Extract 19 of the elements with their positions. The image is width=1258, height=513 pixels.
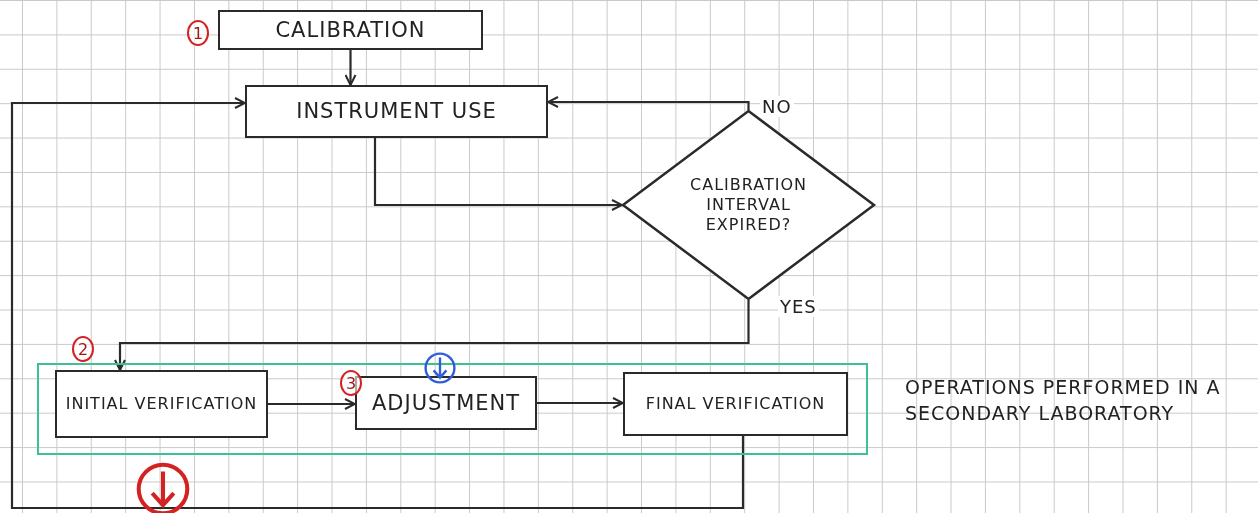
arrow [268,398,356,410]
callout-number: 3 [340,370,362,396]
process-box: INSTRUMENT USE [245,85,548,138]
process-box: FINAL VERIFICATION [623,372,848,436]
group-caption: OPERATIONS PERFORMED IN A SECONDARY LABORATORY [905,375,1222,426]
edge-label: YES [778,296,819,317]
callout-number: 1 [187,20,209,46]
arrow [537,397,624,409]
arrow [344,50,357,86]
arrow [547,96,750,110]
process-box: ADJUSTMENT [355,376,537,430]
group-frame [37,363,868,455]
process-box: CALIBRATION [218,10,483,50]
callout-number: 2 [72,336,94,362]
process-box: INITIAL VERIFICATION [55,370,268,438]
arrow [373,138,623,211]
arrow [114,300,750,371]
edge-label: NO [760,96,794,117]
arrow [10,97,745,510]
